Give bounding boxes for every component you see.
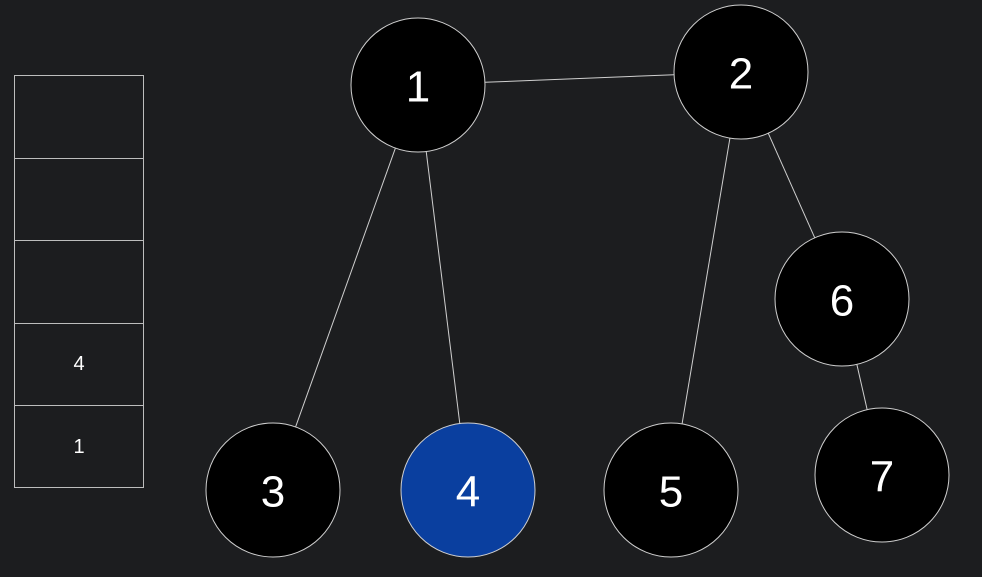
node-circle (814, 407, 950, 543)
node-circle (400, 422, 536, 558)
node-label: 1 (406, 63, 430, 112)
node-label: 3 (261, 468, 285, 517)
edge-2-6 (767, 133, 816, 238)
node-7[interactable]: 7 (814, 407, 950, 543)
node-5[interactable]: 5 (603, 422, 739, 558)
stack-cell: 4 (15, 324, 143, 407)
stack-cell (15, 159, 143, 242)
node-circle (205, 422, 341, 558)
edge-2-5 (681, 137, 731, 425)
node-4[interactable]: 4 (400, 422, 536, 558)
stack-panel: 4 1 (14, 75, 144, 488)
node-label: 6 (830, 277, 854, 326)
node-circle (774, 231, 910, 367)
node-circle (350, 17, 486, 153)
edge-1-4 (425, 151, 461, 424)
nodes-layer: 1 2 3 4 5 6 7 (205, 4, 950, 558)
node-2[interactable]: 2 (673, 4, 809, 140)
edge-1-3 (295, 147, 396, 428)
stack-cell (15, 76, 143, 159)
stack-cell (15, 241, 143, 324)
node-label: 7 (870, 453, 894, 502)
edge-6-7 (856, 364, 868, 410)
node-label: 5 (659, 468, 683, 517)
stack-cell: 1 (73, 436, 85, 459)
node-label: 2 (729, 50, 753, 99)
node-3[interactable]: 3 (205, 422, 341, 558)
node-label: 4 (456, 468, 480, 517)
edges-layer (295, 74, 868, 428)
node-circle (603, 422, 739, 558)
edge-1-2 (484, 74, 675, 83)
node-circle (673, 4, 809, 140)
node-6[interactable]: 6 (774, 231, 910, 367)
node-1[interactable]: 1 (350, 17, 486, 153)
